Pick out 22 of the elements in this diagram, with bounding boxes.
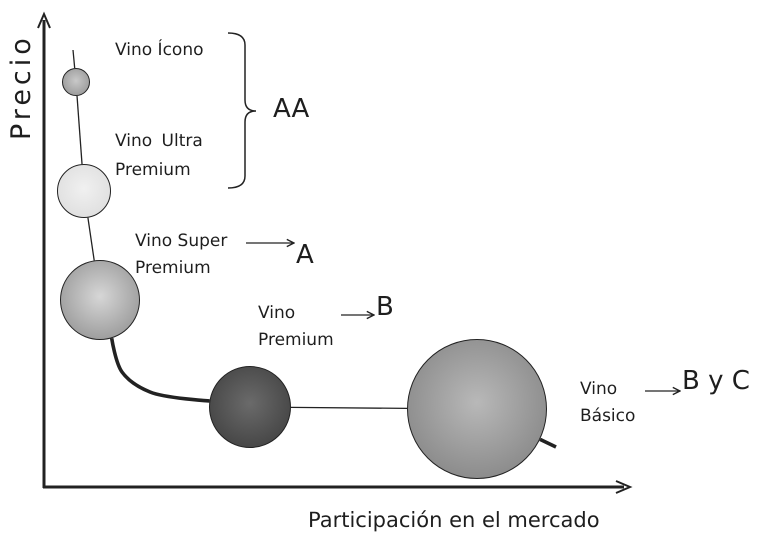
- category-label: Vino Ultra Premium: [115, 130, 204, 182]
- segment-label: B y C: [682, 366, 752, 396]
- segment-label: A: [296, 240, 320, 270]
- arrow: [645, 386, 681, 396]
- connector-line: [76, 96, 83, 164]
- category-label: Vino Básico: [580, 376, 642, 430]
- connector-line: [110, 338, 210, 403]
- category-label: Vino Premium: [258, 300, 338, 354]
- axis-title: Precio: [6, 34, 37, 140]
- connector-line: [291, 406, 408, 410]
- wine-bubble: [57, 164, 111, 218]
- category-label: Vino Super Premium: [135, 228, 243, 282]
- axis-title: Participación en el mercado: [308, 508, 600, 532]
- connector-line: [87, 218, 95, 261]
- arrow: [341, 310, 375, 320]
- segment-label: B: [376, 292, 400, 322]
- wine-bubble: [62, 68, 90, 96]
- connector-line: [539, 438, 557, 449]
- arrow: [246, 238, 295, 248]
- connector-line: [72, 50, 76, 68]
- segment-label: AA: [273, 94, 310, 124]
- category-label: Vino Ícono: [115, 40, 204, 60]
